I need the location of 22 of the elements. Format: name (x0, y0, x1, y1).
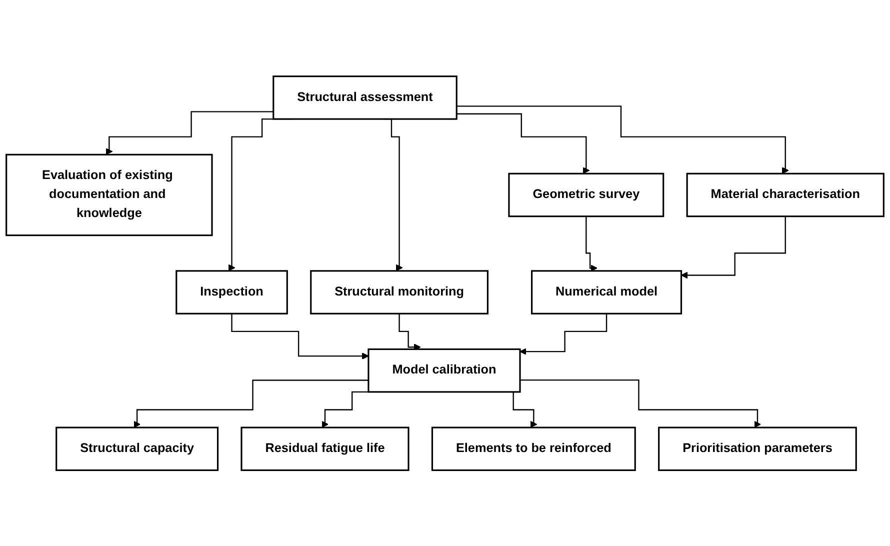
node-box: Residual fatigue life (240, 426, 410, 471)
node-box: Geometric survey (508, 172, 664, 217)
node-box: Material characterisation (686, 172, 884, 217)
arrow (456, 113, 590, 174)
node-box: Evaluation of existing documentation and knowledge (6, 154, 213, 236)
node-box: Structural monitoring (310, 270, 488, 314)
node-box: Inspection (176, 270, 288, 314)
arrow (398, 312, 421, 350)
node-box: Structural assessment (272, 75, 458, 120)
arrow (520, 379, 761, 428)
node-box: Prioritisation parameters (658, 426, 857, 471)
arrow (106, 110, 274, 155)
node-box: Model calibration (368, 348, 521, 392)
arrow (586, 215, 598, 272)
node-box: Numerical model (531, 270, 682, 314)
arrow (456, 105, 789, 174)
arrow (520, 312, 608, 355)
node-box: Structural capacity (56, 426, 219, 471)
arrow (134, 379, 368, 428)
arrow (680, 215, 786, 278)
node-box: Elements to be reinforced (431, 426, 636, 471)
arrow (231, 312, 369, 360)
